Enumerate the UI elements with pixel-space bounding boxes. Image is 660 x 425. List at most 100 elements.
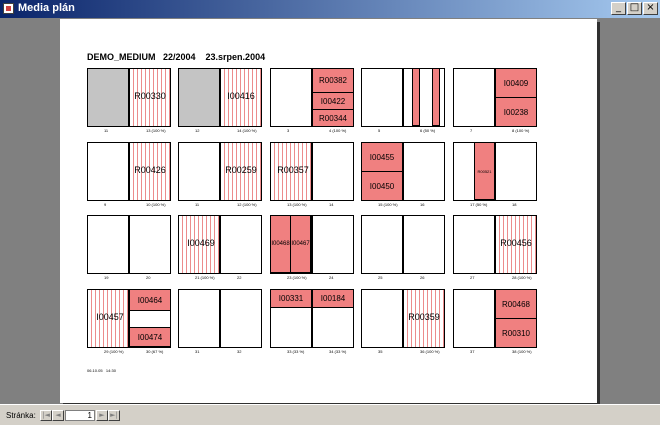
- page[interactable]: R00456: [495, 215, 537, 274]
- page[interactable]: R00521: [453, 142, 495, 201]
- page[interactable]: [87, 68, 129, 127]
- ad-block[interactable]: R00344: [313, 110, 353, 126]
- ad-strip[interactable]: [412, 69, 420, 126]
- first-page-button[interactable]: |◄: [40, 410, 52, 421]
- page-number: 9: [104, 202, 107, 207]
- page-number: 28 (100 %): [512, 275, 532, 280]
- ad-block[interactable]: I00184: [313, 290, 353, 308]
- page-number: 35: [378, 349, 383, 354]
- page[interactable]: [495, 142, 537, 201]
- page-number: 13 (100 %): [146, 128, 166, 133]
- ad-strip[interactable]: [432, 69, 440, 126]
- minimize-button[interactable]: _: [611, 2, 626, 15]
- page-label: Stránka:: [6, 411, 36, 420]
- page[interactable]: [403, 215, 445, 274]
- ad-block[interactable]: I00467: [291, 216, 311, 273]
- title-bar: Media plán _ □ ×: [0, 0, 660, 18]
- ad-block[interactable]: I00409: [496, 69, 536, 98]
- page[interactable]: [220, 289, 262, 348]
- page-number: 33 (33 %): [287, 349, 305, 354]
- page[interactable]: [220, 215, 262, 274]
- ad-label: R00357: [277, 165, 309, 175]
- page-number: 11: [195, 202, 200, 207]
- page-number: 34 (33 %): [329, 349, 347, 354]
- ad-blank[interactable]: [130, 311, 170, 328]
- page-number: 21 (100 %): [195, 275, 215, 280]
- page[interactable]: [270, 68, 312, 127]
- ad-block[interactable]: I00450: [362, 172, 402, 200]
- ad-block[interactable]: R00310: [496, 319, 536, 347]
- page[interactable]: I00416: [220, 68, 262, 127]
- page[interactable]: [453, 68, 495, 127]
- page-number: 12 (100 %): [237, 202, 257, 207]
- page[interactable]: R00330: [129, 68, 171, 127]
- ad-block[interactable]: I00331: [271, 290, 311, 308]
- page-number: 4 (100 %): [329, 128, 347, 133]
- page[interactable]: [129, 215, 171, 274]
- ad-block[interactable]: R00382: [313, 69, 353, 93]
- page-number-input[interactable]: 1: [65, 410, 95, 421]
- page[interactable]: [403, 142, 445, 201]
- page[interactable]: [178, 289, 220, 348]
- close-button[interactable]: ×: [643, 2, 658, 15]
- page[interactable]: I00331: [270, 289, 312, 348]
- page-number: 7: [470, 128, 473, 133]
- page[interactable]: I00184: [312, 289, 354, 348]
- ad-block[interactable]: I00455: [362, 143, 402, 172]
- prev-page-button[interactable]: ◄: [52, 410, 64, 421]
- page[interactable]: [87, 215, 129, 274]
- page-number: 20: [146, 275, 151, 280]
- page-number: 19: [104, 275, 109, 280]
- page[interactable]: R00259: [220, 142, 262, 201]
- page[interactable]: [403, 68, 445, 127]
- ad-block[interactable]: I00238: [496, 98, 536, 126]
- page[interactable]: [361, 289, 403, 348]
- page[interactable]: [178, 142, 220, 201]
- page-number: 32: [237, 349, 242, 354]
- app-icon: [3, 3, 14, 14]
- ad-block[interactable]: I00474: [130, 328, 170, 347]
- next-page-button[interactable]: ►: [96, 410, 108, 421]
- page[interactable]: [312, 142, 354, 201]
- ad-block[interactable]: I00422: [313, 93, 353, 110]
- page[interactable]: [453, 215, 495, 274]
- page[interactable]: R00357: [270, 142, 312, 201]
- page[interactable]: R00426: [129, 142, 171, 201]
- page[interactable]: I00457: [87, 289, 129, 348]
- page-number: 18: [512, 202, 517, 207]
- page[interactable]: I00469: [178, 215, 220, 274]
- page[interactable]: [87, 142, 129, 201]
- page[interactable]: [361, 215, 403, 274]
- ad-block[interactable]: R00468: [496, 290, 536, 319]
- page[interactable]: [312, 215, 354, 274]
- page[interactable]: [361, 68, 403, 127]
- maximize-button[interactable]: □: [627, 2, 642, 15]
- page-number: 16: [420, 202, 425, 207]
- page-number: 5: [378, 128, 381, 133]
- last-page-button[interactable]: ►|: [108, 410, 120, 421]
- ad-strip[interactable]: R00521: [474, 143, 494, 200]
- page[interactable]: R00359: [403, 289, 445, 348]
- page-number: 25: [378, 275, 383, 280]
- page[interactable]: [453, 289, 495, 348]
- page-number: 11: [104, 128, 109, 133]
- spread: I00331 33 (33 %) I00184 34 (33 %): [270, 289, 355, 354]
- page[interactable]: [178, 68, 220, 127]
- page-number: 6 (50 %): [420, 128, 436, 133]
- page-number: 30 (67 %): [146, 349, 164, 354]
- ad-block[interactable]: I00468: [271, 216, 291, 273]
- ad-block[interactable]: I00464: [130, 290, 170, 311]
